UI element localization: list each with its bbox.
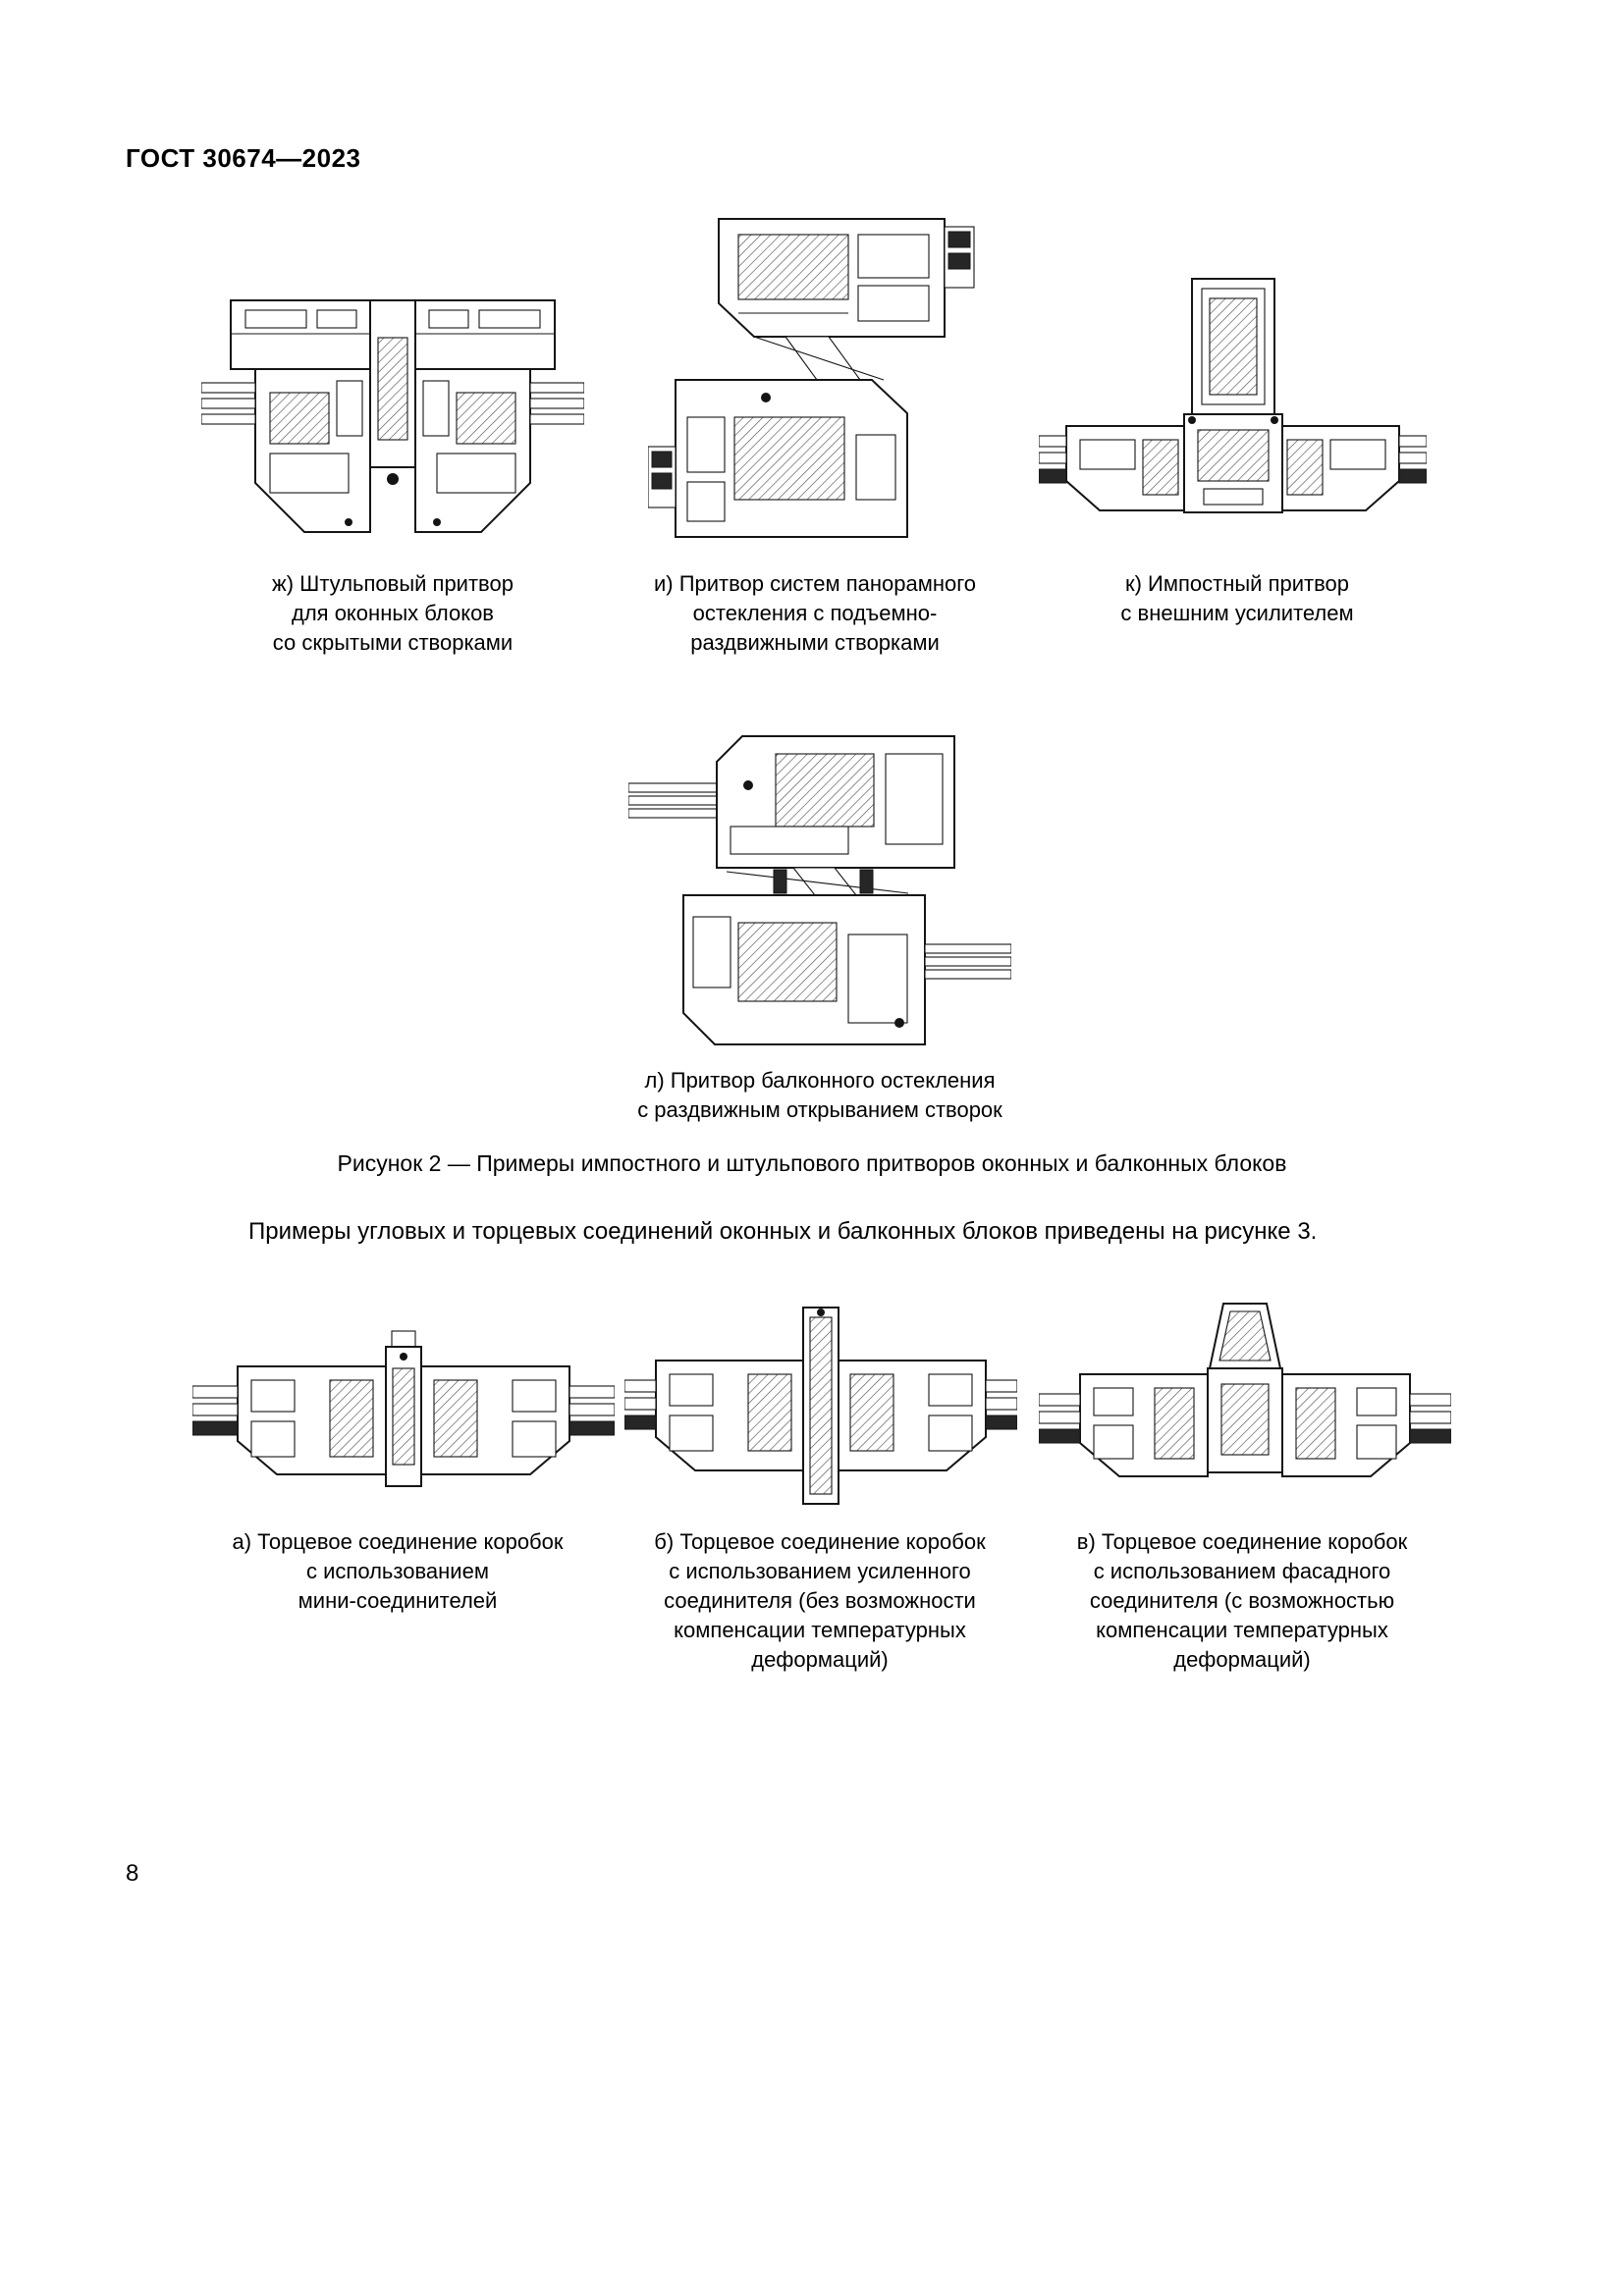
- figure-v-caption: в) Торцевое соединение коробок с использ…: [1076, 1529, 1408, 1672]
- figure-v-facade-connector-diagram: [1039, 1298, 1451, 1509]
- figure-k-mullion-joint-diagram: [1039, 271, 1427, 546]
- figure-i-caption: и) Притвор систем панорамного остекления…: [653, 571, 977, 655]
- page-number: 8: [126, 1860, 139, 1887]
- figure-l-caption: л) Притвор балконного остекления с раздв…: [637, 1068, 1002, 1122]
- figure-l-balcony-glazing-diagram: [628, 728, 1011, 1052]
- figure-a-caption: а) Торцевое соединение коробок с использ…: [232, 1529, 564, 1613]
- document-header: ГОСТ 30674—2023: [126, 143, 361, 173]
- figure-a-mini-connector-diagram: [192, 1325, 615, 1507]
- body-paragraph: Примеры угловых и торцевых соединений ок…: [248, 1218, 1318, 1245]
- figure-k-caption: к) Импостный притвор с внешним усилителе…: [1120, 571, 1354, 625]
- figure-i-panoramic-glazing-diagram: [648, 211, 977, 550]
- figure-zh-caption: ж) Штульповый притвор для оконных блоков…: [272, 571, 514, 655]
- figure2-caption: Рисунок 2 — Примеры импостного и штульпо…: [337, 1150, 1287, 1176]
- figure-b-caption: б) Торцевое соединение коробок с использ…: [654, 1529, 986, 1672]
- figure-zh-shtulp-joint-diagram: [201, 287, 584, 552]
- figure-b-reinforced-connector-diagram: [624, 1304, 1017, 1510]
